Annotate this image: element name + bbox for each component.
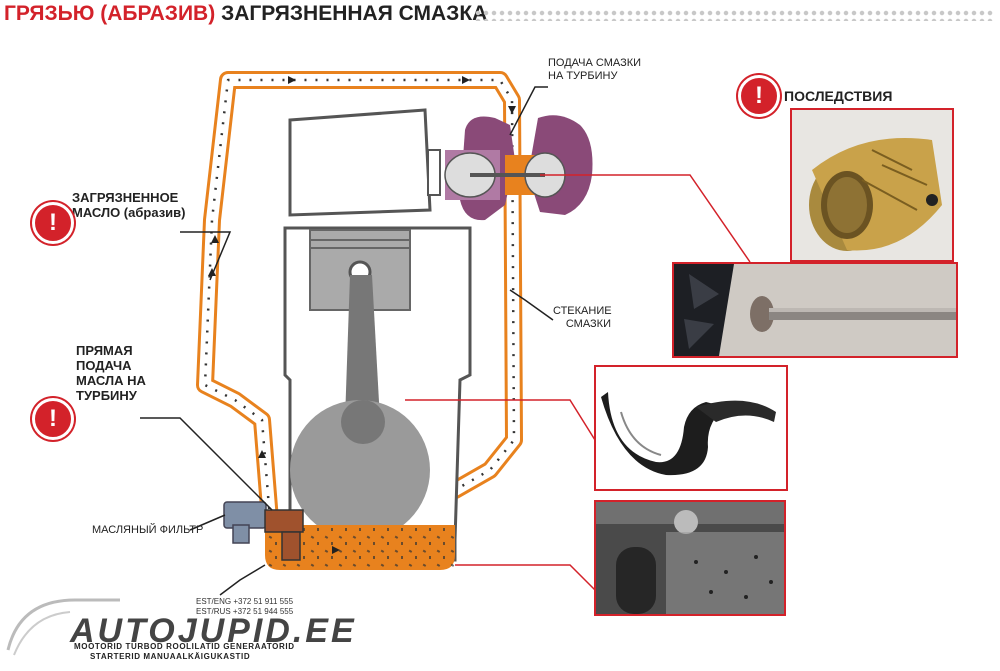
direct-feed-line1: ПРЯМАЯ — [76, 343, 133, 358]
turbocharger — [444, 115, 593, 221]
contact-phones: EST/ENG +372 51 911 555 EST/RUS +372 51 … — [196, 597, 293, 617]
contaminated-oil-label: ЗАГРЯЗНЕННОЕ МАСЛО (абразив) — [72, 190, 186, 220]
contaminated-oil-line1: ЗАГРЯЗНЕННОЕ — [72, 190, 179, 205]
drain-line1: СТЕКАНИЕ — [553, 305, 612, 317]
title-part-dark: ЗАГРЯЗНЕННАЯ СМАЗКА — [221, 2, 488, 25]
oil-filter — [223, 501, 304, 561]
oil-circuit — [196, 71, 523, 529]
drain-line2: СМАЗКИ — [565, 318, 611, 330]
direct-feed-label: ПРЯМАЯ ПОДАЧА МАСЛА НА ТУРБИНУ — [76, 343, 146, 403]
oil-sludge-photo — [594, 500, 786, 616]
direct-feed-line3: МАСЛА НА — [76, 373, 146, 388]
phone-eng: EST/ENG +372 51 911 555 — [196, 597, 294, 606]
flow-arrow — [462, 76, 470, 84]
red-leader-lines — [405, 174, 751, 596]
worn-bushing-photo — [790, 108, 954, 262]
contaminated-oil-line2: МАСЛО (абразив) — [72, 205, 186, 220]
warning-icon: ! — [738, 75, 780, 117]
turbo-feed-label: ПОДАЧА СМАЗКИ НА ТУРБИНУ — [548, 57, 641, 83]
flow-arrow — [508, 106, 516, 114]
turbo-shaft-photo — [672, 262, 958, 358]
warning-icon: ! — [32, 202, 74, 244]
turbo-feed-line2: НА ТУРБИНУ — [548, 70, 618, 82]
direct-feed-line4: ТУРБИНУ — [76, 388, 137, 403]
warning-icon: ! — [32, 398, 74, 440]
drain-label: СТЕКАНИЕ СМАЗКИ — [553, 305, 612, 331]
bearing-shell-photo — [594, 365, 788, 491]
logo-subline1: MOOTORID TURBOD ROOLILATID GENERAATORID — [74, 642, 295, 651]
page-title: ГРЯЗЬЮ (АБРАЗИВ) ЗАГРЯЗНЕННАЯ СМАЗКА — [4, 2, 487, 26]
engine-block — [283, 108, 472, 562]
flow-arrow — [208, 268, 216, 276]
logo-subline2: STARTERID MANUAALKÄIGUKASTID — [90, 652, 251, 661]
direct-feed-line2: ПОДАЧА — [76, 358, 132, 373]
flow-arrow — [211, 235, 219, 243]
leader-lines — [140, 86, 554, 596]
flow-arrow — [258, 450, 266, 458]
title-dot-pattern — [474, 9, 994, 21]
title-part-red: ГРЯЗЬЮ (АБРАЗИВ) — [4, 2, 216, 25]
phone-rus: EST/RUS +372 51 944 555 — [196, 607, 294, 616]
consequences-label: ПОСЛЕДСТВИЯ — [784, 88, 893, 104]
oil-filter-label: МАСЛЯНЫЙ ФИЛЬТР — [92, 524, 204, 536]
oil-pan — [265, 525, 455, 570]
logo-wordmark: AUTOJUPID.EE — [70, 612, 357, 650]
flow-arrow — [288, 76, 296, 84]
turbo-feed-line1: ПОДАЧА СМАЗКИ — [548, 57, 642, 69]
